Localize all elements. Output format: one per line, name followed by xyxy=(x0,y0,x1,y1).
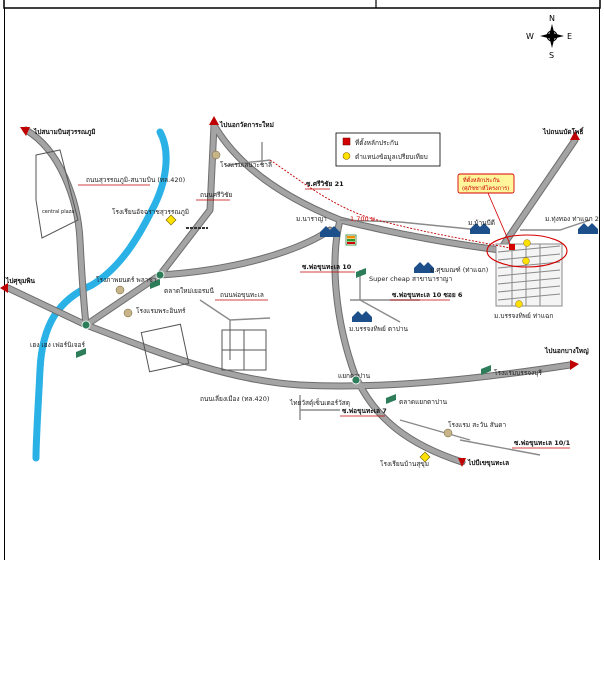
soi-label-phokhun10-1: ซ.พ่อขุนทะเล 10/1 xyxy=(514,439,571,447)
place-school-suan: โรงเรียนอัจฉราชสุวรรณภูมิ xyxy=(112,208,189,216)
minor-road-9 xyxy=(399,419,471,441)
compass-n: N xyxy=(549,14,555,23)
building-block xyxy=(140,323,190,373)
dir-suvarnabhumi: ไปสนามบินสุวรรณภูมิ xyxy=(33,127,96,137)
road-label-lak: ถนนสุวรรณภูมิ-สนามบิน (ทล.420) xyxy=(86,176,185,184)
dir-phuphan: ไปศุขุมพิน xyxy=(5,276,36,285)
road-label-thepa: ถนนพ่อขุนทะเล xyxy=(220,291,264,299)
road-label-sri: ถนนศรีวิชัย xyxy=(200,191,233,199)
arrow-bangphli xyxy=(570,131,580,140)
minor-road-11 xyxy=(229,317,271,321)
dir-bangpu: ไปนอกบางใหญ่ xyxy=(544,346,589,355)
school-icon-suan xyxy=(165,214,177,226)
place-narai: ม.นาราญา xyxy=(296,215,327,223)
compare-marker-3 xyxy=(515,300,523,308)
place-homepro: ไทยวัสดุ์เซ็นเตอร์วัสดุ xyxy=(289,398,350,407)
roundabout-icon-1 xyxy=(81,320,91,330)
minor-road-3 xyxy=(339,219,481,231)
minor-road-12 xyxy=(199,299,231,360)
roundabout-icon-2 xyxy=(155,270,165,280)
school-icon-bansuan xyxy=(419,451,431,463)
legend-compare-label: ตำแหน่งข้อมูลเปรียบเทียบ xyxy=(355,153,428,161)
subject-area-ellipse xyxy=(486,234,568,268)
place-school-bansuan: โรงเรียนบ้านสุขุม xyxy=(380,460,429,468)
airport-block xyxy=(35,149,79,239)
compass-e: E xyxy=(567,32,572,41)
house-icon-narai xyxy=(320,226,340,237)
minor-road-1 xyxy=(225,159,271,167)
place-banbudee: ม.บ้านบีดี xyxy=(468,219,495,227)
compass-s: S xyxy=(549,51,554,60)
place-hotel-spa: โรงแรม สะวัน สันดา xyxy=(448,421,506,429)
place-supercheap: Super cheap สาขานาราญา xyxy=(369,275,452,283)
soi-label-phokhun10: ซ.พ่อขุนทะเล 10 xyxy=(302,263,352,271)
central-label: central plaza xyxy=(42,209,74,215)
place-sukhumvit: ม.ศุขมณฑ์ (ท่าแฉก) xyxy=(430,266,488,274)
roundabout-icon-3 xyxy=(351,375,361,385)
building-icon-supercheap xyxy=(356,268,366,278)
dir-bangkhun: ไปบีเขขุนทะเล xyxy=(467,458,509,467)
road-label-main: ถนนเลี่ยงเมือง (ทล.420) xyxy=(200,394,269,403)
store-icon-711 xyxy=(345,234,357,246)
distance-line xyxy=(269,159,511,249)
compass-icon: N S E W xyxy=(526,14,572,60)
soi-label-sri21: ซ.ศรีวิชัย 21 xyxy=(306,180,344,188)
place-banrong2: ม.บรรจงทิพย์ ตาปาน xyxy=(349,325,409,333)
subdivision-grid xyxy=(495,243,563,307)
arrow-bangkhun xyxy=(458,458,466,467)
hotel-icon-wangthai xyxy=(123,308,133,318)
river xyxy=(32,128,170,462)
house-icon-banrong2 xyxy=(352,311,372,322)
plot-grid xyxy=(221,329,267,371)
place-hotel-bunrong: โรงแรมบรรจงบุรี xyxy=(494,369,542,377)
arrow-suvarnabhumi xyxy=(20,127,30,136)
place-market-big: ตลาดใหม่เยอรมนี xyxy=(164,287,215,295)
callout-line2: (ศุภัชชาห์โครงการ) xyxy=(462,184,509,192)
place-heng: เฮง เฮง เฟอร์นิเจอร์ xyxy=(30,341,85,349)
dir-bangphli: ไปถนนบัดโพธิ์ xyxy=(542,127,585,136)
place-banrong: ม.บรรจงทิพย์ ท่าแฉก xyxy=(494,312,553,320)
subject-property-marker xyxy=(509,244,515,250)
arrow-phuphan xyxy=(0,283,8,293)
road-down-south xyxy=(331,216,466,466)
compare-marker-1 xyxy=(523,239,531,247)
top-table-border xyxy=(3,0,601,9)
compass-w: W xyxy=(526,32,534,41)
place-thunthong: ม.ทุ่งทอง ท่าแฉก 2 xyxy=(545,215,599,223)
road-central-diag xyxy=(82,121,218,329)
legend-office-marker xyxy=(342,137,351,146)
arrow-ladkrabang xyxy=(209,116,219,125)
minor-road-10 xyxy=(459,439,541,456)
place-talad-market: ตลาดแยกตาปาน xyxy=(399,398,448,406)
building-icon-market xyxy=(150,279,160,289)
legend: ที่ตั้งหลักประกัน ตำแหน่งข้อมูลเปรียบเที… xyxy=(335,132,441,167)
legend-office-label: ที่ตั้งหลักประกัน xyxy=(355,138,399,147)
building-icon-talad xyxy=(386,394,396,404)
compare-marker-2 xyxy=(522,257,530,265)
hotel-icon-saengthai xyxy=(211,150,221,160)
place-cinema: โรงภาพยนตร์ พลาซ่า xyxy=(96,276,157,284)
soi-label-phokhun7: ซ.พ่อขุนทะเล 7 xyxy=(342,407,387,415)
arrow-bangpu xyxy=(570,360,579,370)
minor-road-6 xyxy=(520,219,591,231)
hotel-icon-cinema xyxy=(115,285,125,295)
subject-callout: ที่ตั้งหลักประกัน (ศุภัชชาห์โครงการ) xyxy=(457,173,515,245)
place-hotel-saengthai: โรงแรมเสนาะชาลี xyxy=(220,161,272,169)
distance-label: 1,700 ม. xyxy=(350,215,377,223)
legend-compare-marker xyxy=(342,152,351,160)
house-icon-banbudee xyxy=(470,223,490,234)
building-icon-bunrong xyxy=(481,365,491,375)
house-icon-thunthong xyxy=(578,223,598,234)
house-icon-sukhumvit xyxy=(414,262,434,273)
soi-label-phokhun10-6: ซ.พ่อขุนทะเล 10 ซอย 6 xyxy=(392,291,463,299)
hotel-icon-spa xyxy=(443,428,453,438)
dir-ladkrabang: ไปนอกวัดการะใหม่ xyxy=(219,120,274,129)
building-icon-heng xyxy=(76,348,86,358)
callout-line1: ที่ตั้งหลักประกัน xyxy=(463,176,500,184)
place-hotel-wangthai: โรงแรมพระอินทร์ xyxy=(136,307,186,315)
